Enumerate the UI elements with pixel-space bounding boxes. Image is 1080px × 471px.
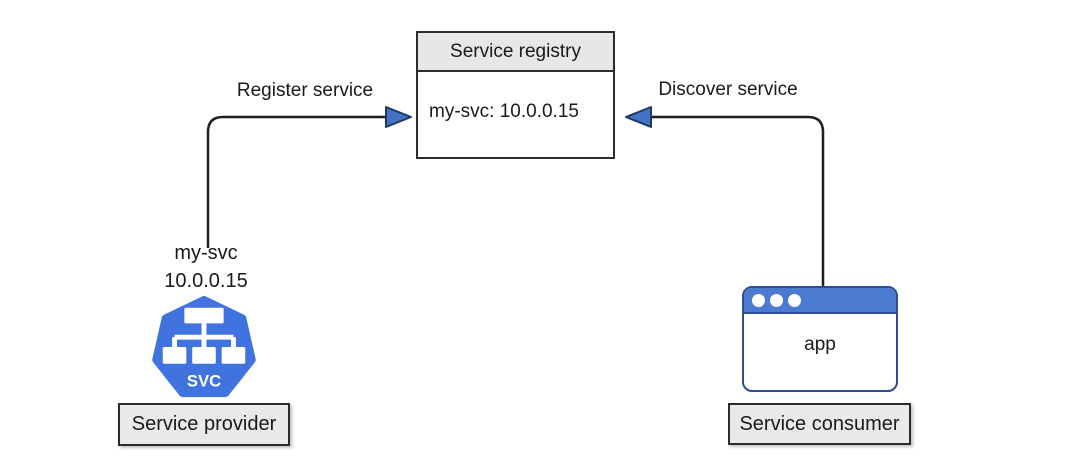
service-registry-box: Service registry my-svc: 10.0.0.15: [416, 31, 615, 159]
service-tree-nodes: [162, 307, 246, 364]
provider-service-name: my-svc: [174, 242, 238, 264]
app-label: app: [804, 334, 836, 355]
register-arrowhead-icon: [385, 106, 412, 128]
service-registry-title: Service registry: [418, 33, 613, 72]
app-window-titlebar: [744, 288, 896, 314]
window-dot-icon: [788, 293, 801, 307]
service-provider-caption-text: Service provider: [131, 413, 277, 435]
app-window: app: [742, 286, 898, 392]
window-dot-icon: [770, 293, 783, 307]
app-window-body: app: [744, 314, 896, 390]
kubernetes-svc-icon: SVC: [152, 295, 256, 398]
discover-arrowhead-icon: [625, 106, 652, 128]
discover-arrow-line: [651, 115, 825, 288]
register-service-label: Register service: [236, 80, 374, 101]
service-consumer-caption-text: Service consumer: [739, 412, 900, 435]
service-provider-caption: Service provider: [118, 403, 290, 446]
provider-service-ip: 10.0.0.15: [164, 270, 248, 292]
service-registry-entry: my-svc: 10.0.0.15: [429, 100, 579, 122]
service-tree-glyph: [172, 323, 236, 348]
discover-service-label: Discover service: [658, 79, 798, 100]
svc-icon-label: SVC: [187, 371, 221, 390]
window-dot-icon: [752, 293, 765, 307]
service-consumer-caption: Service consumer: [728, 403, 911, 445]
register-arrow-line: [206, 115, 386, 248]
